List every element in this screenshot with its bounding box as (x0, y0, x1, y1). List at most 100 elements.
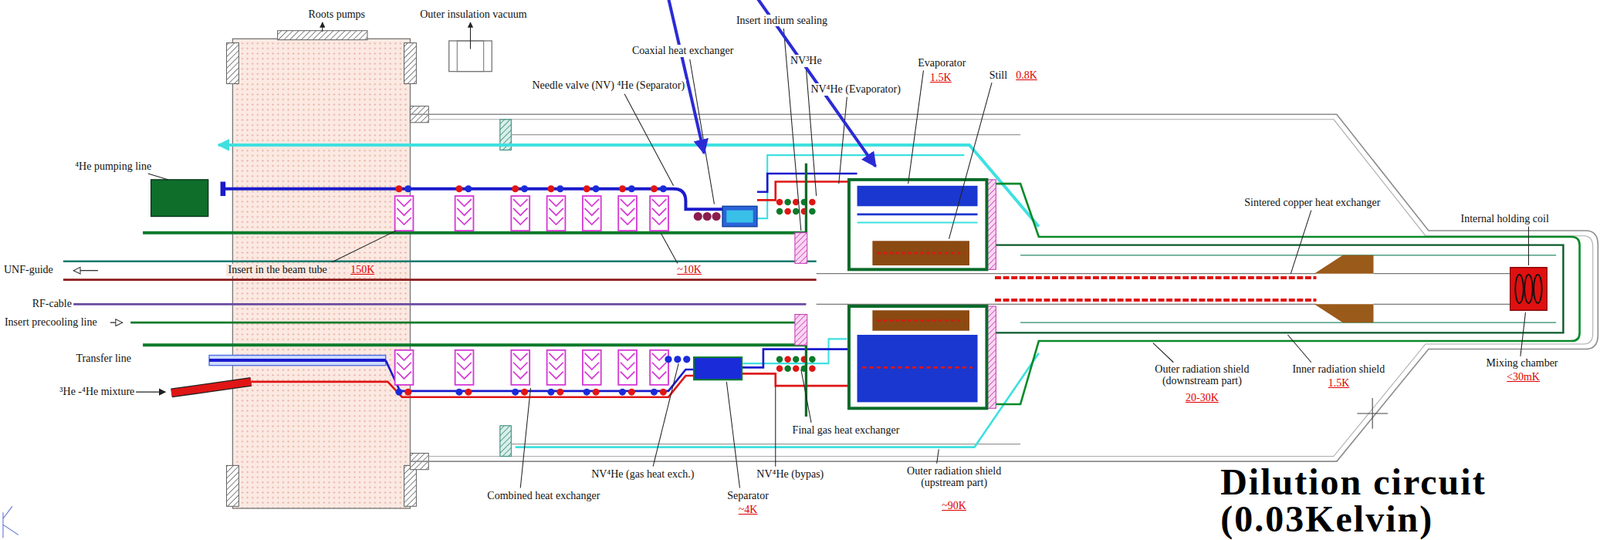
needle-valve-coil (792, 356, 799, 363)
needle-valve-coil (808, 199, 816, 206)
leader-line (1153, 343, 1174, 363)
leader-line (652, 363, 679, 467)
part-label: Internal holding coil (1459, 213, 1551, 225)
needle-valve-coil (808, 208, 816, 215)
combined-heat-exchanger (455, 350, 474, 396)
leader-line (661, 233, 678, 264)
mixing-chamber (1515, 274, 1524, 304)
part-label: ⁴He pumping line (73, 160, 153, 173)
leader-line (801, 369, 812, 423)
combined-heat-exchanger (455, 185, 474, 231)
evaporator-still (849, 306, 987, 409)
temperature-label: 20-30K (1183, 392, 1221, 404)
leader-line (148, 22, 1529, 488)
helium-pipes (171, 382, 251, 394)
leader-line (470, 22, 471, 49)
outer-jacket (500, 426, 512, 457)
roots-pump-housing (277, 30, 368, 41)
radiation-shields (995, 183, 1580, 405)
valve-label: NV³He (788, 54, 824, 67)
leader-line (936, 449, 940, 464)
helium-pipes (209, 355, 386, 366)
valve-label: NV⁴He (gas heat exch.) (589, 468, 696, 481)
leader-line (838, 97, 848, 184)
roots-pump-housing (404, 465, 417, 507)
insert-tubes (73, 270, 99, 271)
needle-valve-coil (784, 199, 791, 206)
needle-valve-coil (808, 365, 816, 372)
separator-vessel (664, 355, 672, 363)
insert-tubes (130, 321, 806, 325)
coaxial-heat-exchanger (703, 212, 712, 221)
needle-valve-coil (776, 199, 783, 206)
crosshair-mark (1356, 398, 1388, 430)
leader-line (624, 94, 674, 187)
mixing-chamber (1314, 304, 1374, 323)
combined-heat-exchanger (395, 185, 669, 396)
leader-line (1290, 210, 1311, 274)
part-label: Outer insulation vacuum (418, 8, 528, 21)
part-label: Final gas heat exchanger (791, 424, 902, 437)
needle-valve-coil (808, 356, 816, 363)
combined-heat-exchanger (547, 350, 566, 396)
insert-tubes (142, 231, 806, 235)
outer-jacket (428, 119, 1593, 457)
leader-line (908, 70, 924, 184)
combined-heat-exchanger (582, 185, 602, 231)
leader-line (520, 388, 531, 489)
temperature-label: <30mK (1505, 371, 1542, 383)
radiation-shields (1020, 255, 1557, 323)
coaxial-heat-exchanger (693, 206, 758, 227)
part-label: Insert indium sealing (734, 14, 829, 27)
helium-pipes (741, 373, 853, 386)
part-label: RF-cable (30, 297, 74, 310)
insert-tubes (816, 273, 1317, 305)
temperature-label: 0.8K (1014, 69, 1039, 82)
helium-pipes (209, 358, 386, 362)
roots-pump-housing (404, 43, 417, 85)
valve-label: NV⁴He (Evaporator) (808, 83, 902, 95)
mixing-chamber (1533, 274, 1543, 304)
mixing-chamber (1510, 267, 1548, 312)
mixing-chamber (1524, 274, 1533, 304)
indium-seal (794, 314, 808, 346)
insert-tubes (110, 321, 123, 323)
leader-line (774, 385, 776, 467)
crosshair-mark (1356, 398, 1388, 430)
evaporator-still (849, 179, 987, 409)
part-label: Outer radiation shield (upstream part) (894, 465, 1014, 490)
part-label: Inner radiation shield (1290, 363, 1387, 376)
helium-pipes (385, 360, 694, 392)
combined-heat-exchanger (582, 350, 602, 396)
indium-seal (794, 233, 808, 264)
part-label: Needle valve (NV) ⁴He (Separator) (530, 79, 687, 92)
combined-heat-exchanger (618, 350, 637, 396)
combined-heat-exchanger (510, 185, 530, 231)
needle-valve-coil (792, 365, 799, 372)
radiation-shields (994, 183, 1580, 405)
needle-valve-coil (776, 356, 783, 363)
leader-line (949, 82, 993, 239)
part-label: Roots pumps (307, 8, 368, 21)
insert-tubes (63, 278, 817, 281)
indium-seal (794, 163, 996, 417)
evaporator-still (877, 252, 965, 255)
part-label: Still (987, 69, 1009, 82)
needle-valve-coil (784, 208, 791, 215)
combined-heat-exchanger (547, 185, 566, 231)
part-label: Mixing chamber (1484, 357, 1560, 369)
part-label: ³He -⁴He mixture (57, 385, 136, 398)
outer-jacket (409, 114, 1598, 462)
needle-valve-coil (776, 365, 783, 372)
radiation-shields (995, 245, 1563, 334)
separator-vessel (683, 355, 691, 363)
insert-tubes (63, 179, 1316, 346)
needle-valve-coil (792, 208, 799, 215)
leader-line (1287, 334, 1311, 363)
separator-vessel (693, 357, 742, 380)
mixing-chamber (1314, 255, 1374, 274)
temperature-label: 1.5K (1326, 377, 1352, 390)
evaporator-still (862, 366, 973, 369)
part-label: Sintered copper heat exchanger (1242, 196, 1382, 209)
leader-line (321, 22, 323, 32)
